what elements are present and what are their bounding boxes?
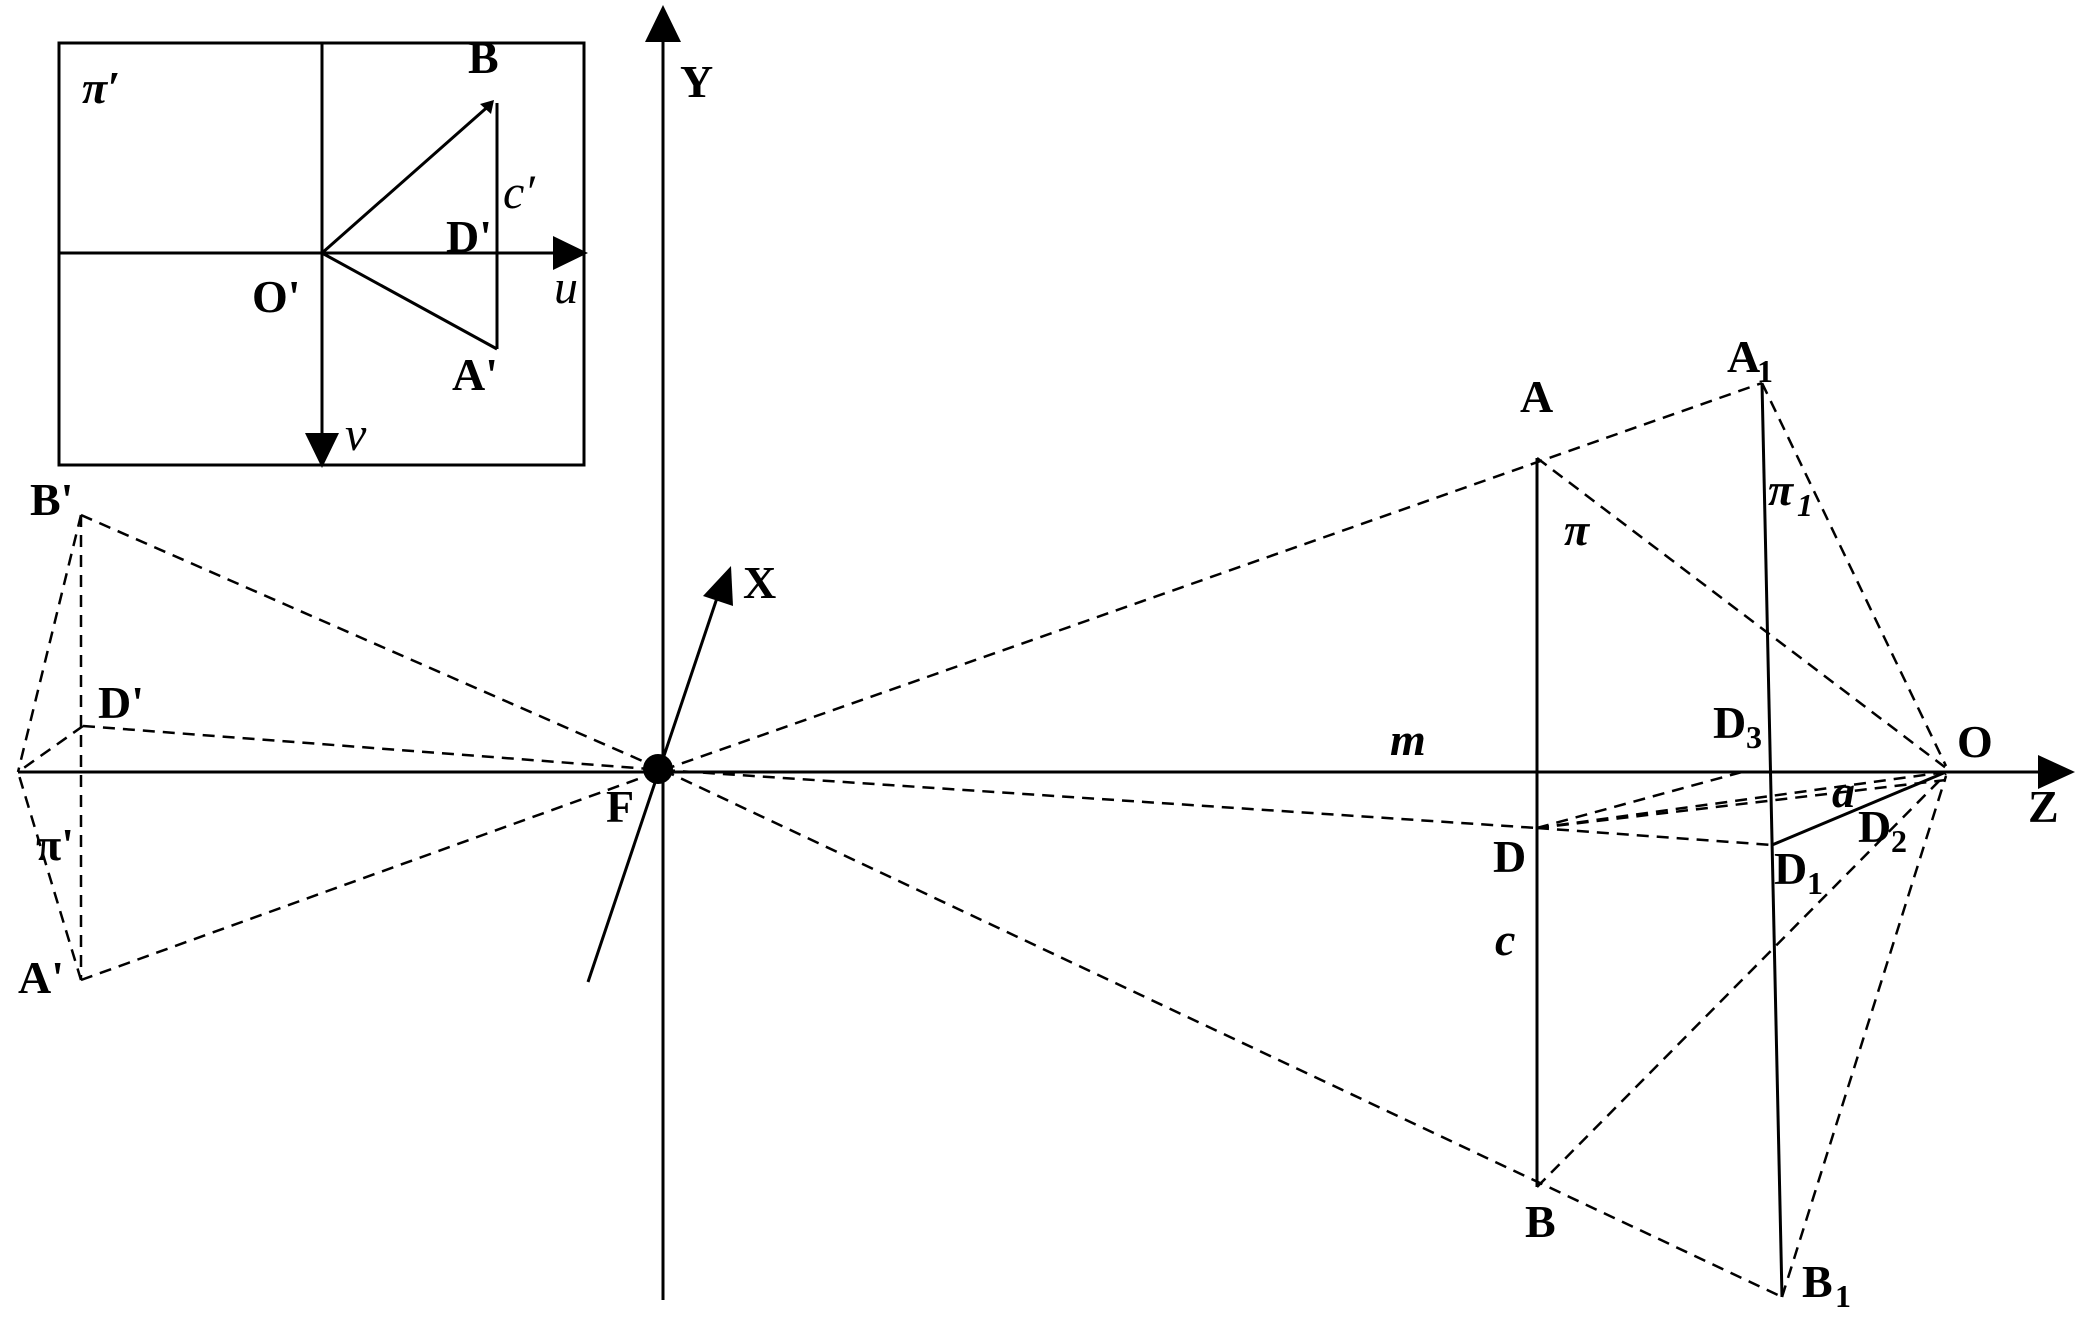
ray-d-o-upper	[1536, 770, 1947, 830]
inset-v-axis-label: v	[345, 408, 367, 461]
line-a-o-dashed	[1536, 457, 1947, 769]
inset-image-plane: π′ B c′ D' O' u A' v	[57, 32, 588, 468]
inset-point-a-label: A'	[452, 349, 498, 400]
ray-d-d1	[1536, 826, 1773, 847]
line-b1-o-dashed	[1780, 775, 1948, 1298]
object-point-a-label: A	[1520, 371, 1553, 422]
left-d-apex-dashed	[17, 724, 84, 774]
ray-f-b1	[662, 768, 1783, 1299]
inset-origin-label: O'	[252, 271, 301, 322]
tilted-plane-subscript: 1	[1797, 487, 1813, 523]
inset-b-arrowhead	[480, 100, 494, 114]
origin-o-label: O	[1957, 716, 1993, 767]
inset-u-arrowhead	[553, 236, 588, 270]
focal-point-dot	[643, 754, 673, 784]
object-plane-label: π	[1564, 504, 1591, 555]
x-axis-arrowhead	[703, 566, 733, 606]
left-point-b-label: B'	[30, 474, 73, 525]
point-b1-subscript: 1	[1835, 1278, 1851, 1314]
x-axis-label: X	[743, 557, 776, 608]
inset-line-o-b	[321, 101, 493, 255]
ray-f-a1	[662, 381, 1763, 772]
inset-u-axis-label: u	[554, 261, 578, 314]
segment-c-label: c	[1495, 914, 1515, 965]
tilted-plane: A 1 π 1 D 3 a D 2 D 1 B 1 O	[1536, 331, 1993, 1314]
line-m-label: m	[1390, 714, 1426, 765]
line-a1-o-dashed	[1760, 382, 1948, 767]
ray-d-d3	[1536, 770, 1743, 830]
point-d2-label: D	[1858, 801, 1891, 852]
point-d1-subscript: 1	[1807, 865, 1823, 901]
ray-aprime-f	[80, 768, 664, 982]
y-axis-arrowhead	[645, 5, 681, 42]
coordinate-axes: Y Z X	[18, 5, 2075, 1300]
line-b-o-dashed	[1536, 773, 1947, 1188]
point-a1-label: A	[1727, 331, 1760, 382]
focal-point-label: F	[606, 781, 634, 832]
y-axis-label: Y	[680, 56, 713, 107]
point-a1-subscript: 1	[1757, 353, 1773, 389]
object-plane: A π m D c B	[1390, 371, 1947, 1247]
inset-v-arrowhead	[305, 433, 339, 468]
angle-a-label: a	[1832, 766, 1855, 817]
projection-rays	[80, 381, 1783, 1299]
z-axis-label: Z	[2028, 781, 2059, 832]
inset-segment-c-label: c′	[503, 166, 536, 219]
point-d2-subscript: 2	[1891, 823, 1907, 859]
point-b1-label: B	[1802, 1256, 1833, 1307]
inset-point-d-label: D'	[446, 211, 492, 262]
tilted-plane-label: π	[1768, 464, 1795, 515]
left-a-apex-dashed	[16, 771, 83, 981]
left-plane-label: π'	[36, 819, 74, 870]
ray-f-d	[662, 768, 1538, 830]
point-d3-subscript: 3	[1746, 719, 1762, 755]
inset-line-o-a	[321, 251, 498, 351]
left-point-d-label: D'	[98, 677, 144, 728]
left-image-plane: B' D' π' A'	[16, 474, 144, 1003]
x-axis-line	[586, 597, 719, 983]
object-point-d-label: D	[1493, 831, 1526, 882]
left-b-apex-dashed	[16, 514, 83, 773]
point-d1-label: D	[1774, 843, 1807, 894]
segment-d1-o	[1771, 770, 1947, 847]
inset-plane-label: π′	[82, 62, 120, 113]
point-d3-label: D	[1713, 697, 1746, 748]
ray-d-o-mid	[1536, 778, 1947, 830]
ray-bprime-f	[80, 513, 664, 772]
inset-point-b-label: B	[468, 32, 499, 83]
object-point-b-label: B	[1525, 1196, 1556, 1247]
left-point-a-label: A'	[18, 952, 64, 1003]
z-axis-arrowhead	[2038, 755, 2075, 789]
line-a1-b1	[1760, 382, 1784, 1298]
ray-dprime-f	[82, 724, 664, 772]
